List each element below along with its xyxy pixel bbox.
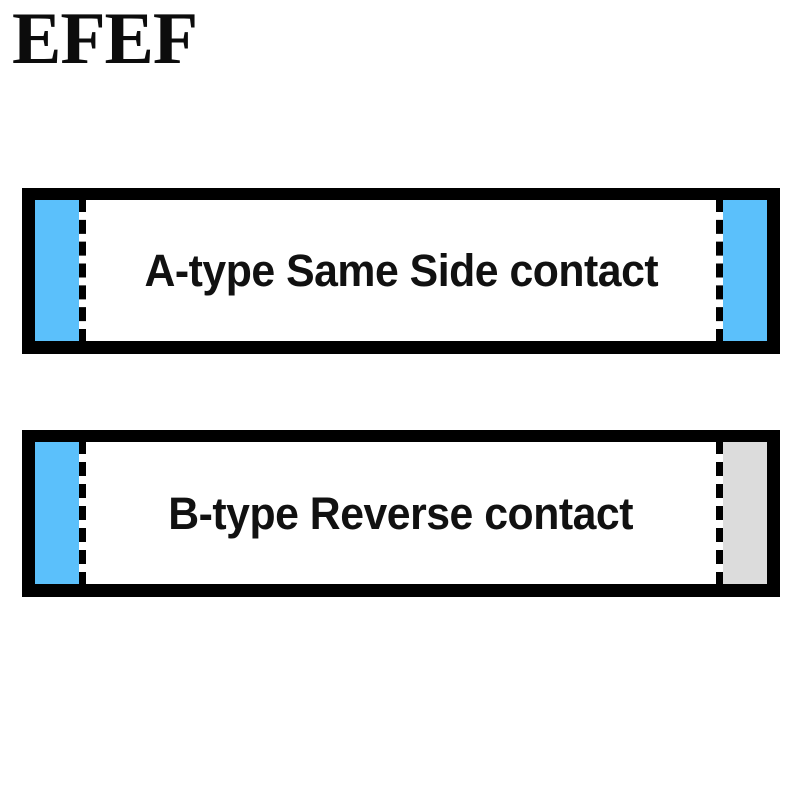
contact-pad-right-b-type xyxy=(723,442,767,584)
contact-pad-right-a-type xyxy=(723,200,767,341)
fold-dash-right-b-type xyxy=(716,442,723,584)
cable-label-b-type: B-type Reverse contact xyxy=(168,487,634,539)
brand-logo: EFEF xyxy=(12,0,198,80)
contact-pad-left-a-type xyxy=(35,200,79,341)
cable-body-a-type: A-type Same Side contact xyxy=(35,200,767,341)
fold-dash-left-a-type xyxy=(79,200,86,341)
fold-dash-left-b-type xyxy=(79,442,86,584)
cable-label-a-type: A-type Same Side contact xyxy=(144,245,658,296)
contact-pad-left-b-type xyxy=(35,442,79,584)
fold-dash-right-a-type xyxy=(716,200,723,341)
cable-diagram-b-type: B-type Reverse contact xyxy=(22,430,780,597)
cable-diagram-a-type: A-type Same Side contact xyxy=(22,188,780,354)
cable-body-b-type: B-type Reverse contact xyxy=(35,442,767,584)
